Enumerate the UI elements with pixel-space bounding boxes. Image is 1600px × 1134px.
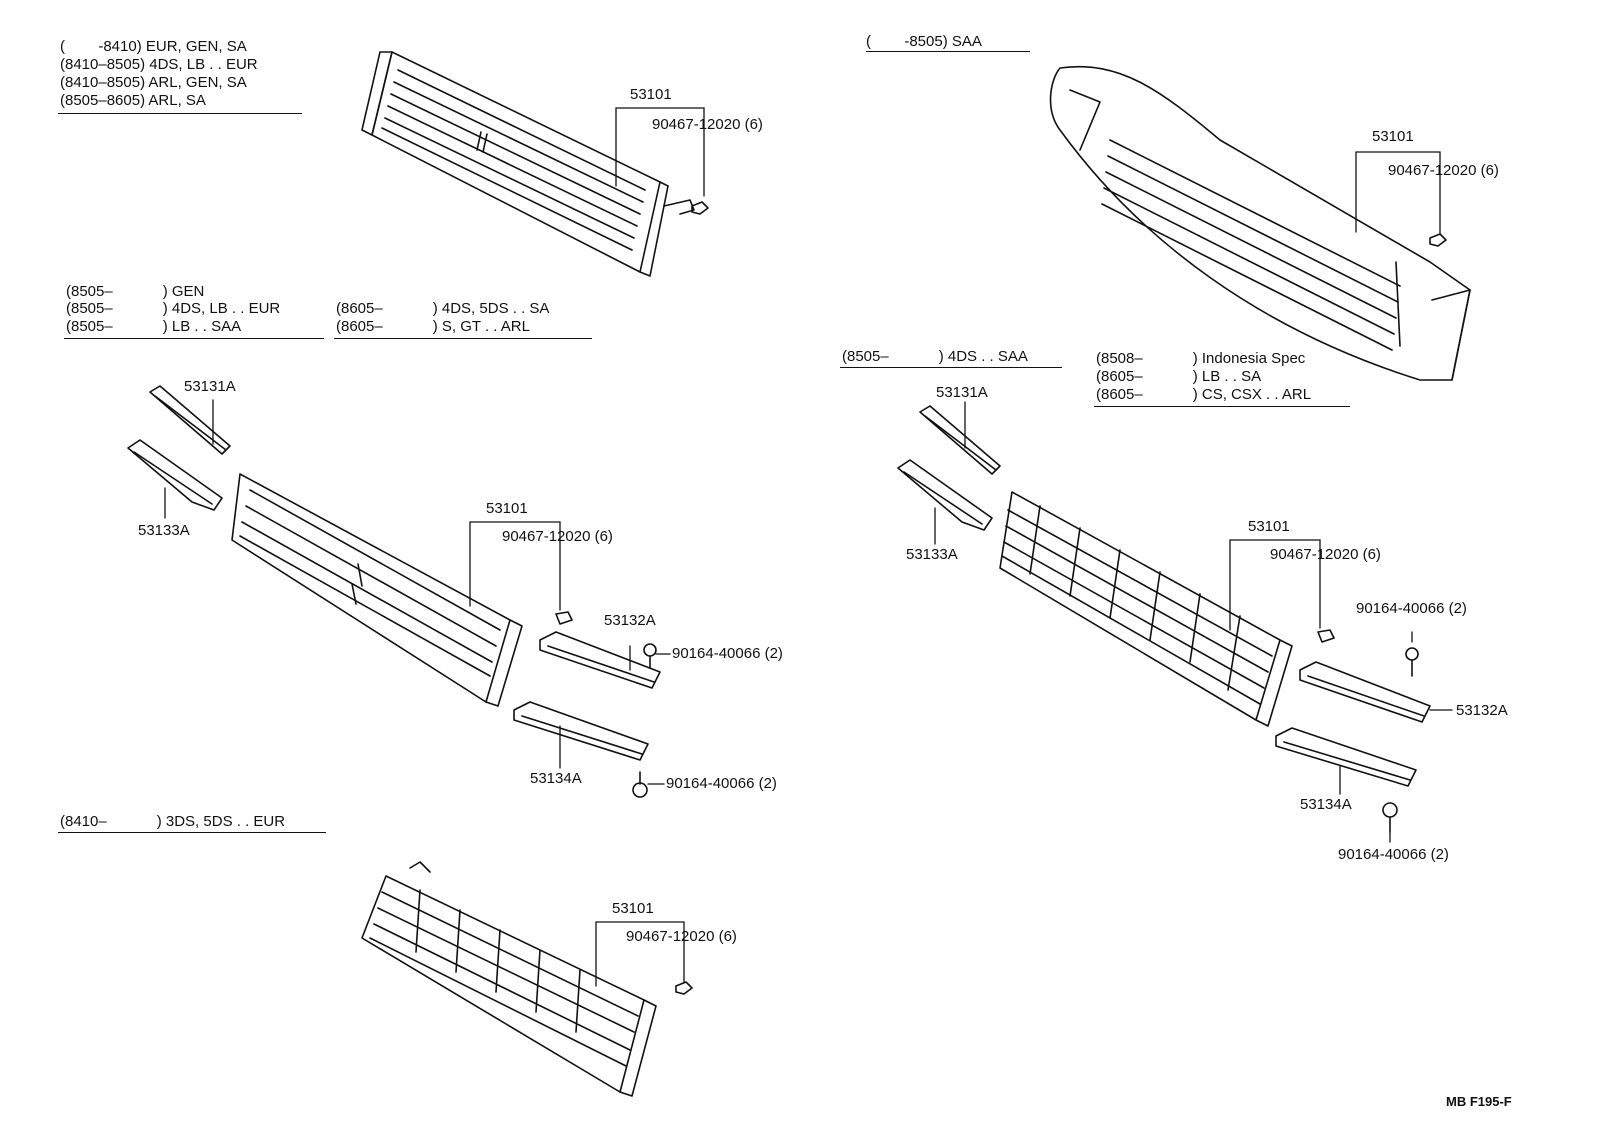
part-label-53101: 53101 xyxy=(630,86,672,103)
divider xyxy=(64,338,324,339)
figure-code: MB F195-F xyxy=(1446,1094,1512,1109)
condition-line: (8505– ) 4DS . . SAA xyxy=(842,348,1028,365)
clip-top-right xyxy=(1430,234,1446,246)
part-label-screw: 90164-40066 (2) xyxy=(666,775,777,792)
grille-top-right xyxy=(1051,67,1470,380)
condition-line: (8505– ) LB . . SAA xyxy=(66,318,242,335)
part-label-53134A: 53134A xyxy=(530,770,582,787)
part-label-screw: 90164-40066 (2) xyxy=(1338,846,1449,863)
condition-line: (8605– ) 4DS, 5DS . . SA xyxy=(336,300,550,317)
bracket-53132A-left xyxy=(540,632,660,688)
clip-top-left xyxy=(692,202,708,214)
divider xyxy=(58,832,326,833)
condition-line: (8605– ) CS, CSX . . ARL xyxy=(1096,386,1312,403)
grille-mid-right xyxy=(1000,492,1292,726)
part-label-53101: 53101 xyxy=(1248,518,1290,535)
clip-mid-right xyxy=(1318,630,1334,642)
clip-mid-left xyxy=(556,612,572,624)
condition-line: (8605– ) S, GT . . ARL xyxy=(336,318,530,335)
part-label-clip: 90467-12020 (6) xyxy=(502,528,613,545)
condition-line: (8410– ) 3DS, 5DS . . EUR xyxy=(60,813,286,830)
part-label-53101: 53101 xyxy=(1372,128,1414,145)
bracket-53133A-right xyxy=(898,460,992,530)
screw-b-left xyxy=(633,772,647,797)
condition-line: (8410–8505) 4DS, LB . . EUR xyxy=(60,56,258,73)
grille-mid-left xyxy=(232,474,522,706)
part-label-53132A: 53132A xyxy=(1456,702,1508,719)
condition-line: (8505–8605) ARL, SA xyxy=(60,92,206,109)
part-label-53133A: 53133A xyxy=(906,546,958,563)
screw-a-right xyxy=(1406,648,1418,676)
bracket-53132A-right xyxy=(1300,662,1430,722)
divider xyxy=(334,338,592,339)
part-label-53133A: 53133A xyxy=(138,522,190,539)
bracket-53134A-right xyxy=(1276,728,1416,786)
part-label-screw: 90164-40066 (2) xyxy=(1356,600,1467,617)
condition-line: (8505– ) 4DS, LB . . EUR xyxy=(66,300,281,317)
condition-line: (8410–8505) ARL, GEN, SA xyxy=(60,74,247,91)
condition-line: ( -8410) EUR, GEN, SA xyxy=(60,38,247,55)
clip-bottom-left xyxy=(676,982,692,994)
condition-line: (8505– ) GEN xyxy=(66,283,205,300)
part-label-screw: 90164-40066 (2) xyxy=(672,645,783,662)
divider xyxy=(866,51,1030,52)
part-label-clip: 90467-12020 (6) xyxy=(1388,162,1499,179)
divider xyxy=(840,367,1062,368)
bracket-53131A-left xyxy=(150,386,230,454)
screw-b-right xyxy=(1383,803,1397,832)
part-label-clip: 90467-12020 (6) xyxy=(1270,546,1381,563)
condition-line: ( -8505) SAA xyxy=(866,33,982,50)
condition-line: (8605– ) LB . . SA xyxy=(1096,368,1262,385)
leader-lines xyxy=(165,108,1452,986)
divider xyxy=(58,113,302,114)
part-label-53131A: 53131A xyxy=(184,378,236,395)
part-label-clip: 90467-12020 (6) xyxy=(652,116,763,133)
grille-top-left xyxy=(362,52,694,276)
part-label-53101: 53101 xyxy=(612,900,654,917)
grille-bottom-left xyxy=(362,862,656,1096)
part-label-53134A: 53134A xyxy=(1300,796,1352,813)
part-label-53101: 53101 xyxy=(486,500,528,517)
screw-a-left xyxy=(644,644,656,668)
part-label-53131A: 53131A xyxy=(936,384,988,401)
condition-line: (8508– ) Indonesia Spec xyxy=(1096,350,1306,367)
bracket-53131A-right xyxy=(920,406,1000,474)
divider xyxy=(1094,406,1350,407)
bracket-53133A-left xyxy=(128,440,222,510)
part-label-53132A: 53132A xyxy=(604,612,656,629)
bracket-53134A-left xyxy=(514,702,648,760)
part-label-clip: 90467-12020 (6) xyxy=(626,928,737,945)
